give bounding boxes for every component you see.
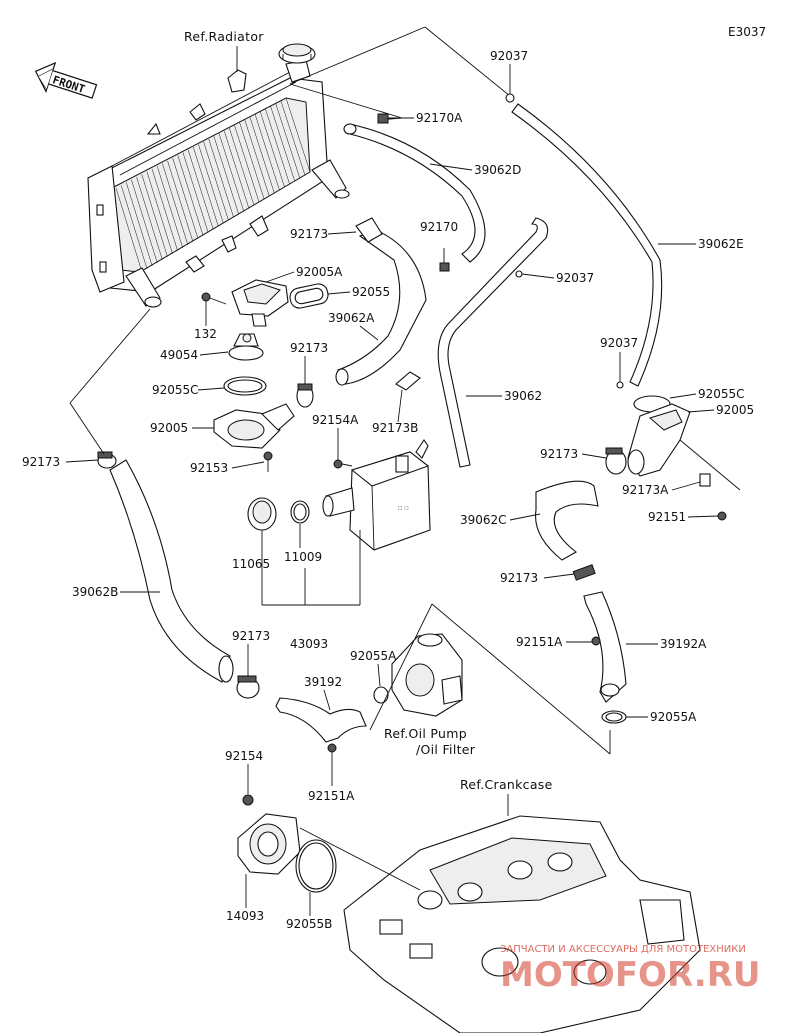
label-92173B: 92173B [372,421,418,435]
clip-92173A [699,473,711,487]
label-92151A-right: 92151A [516,635,563,649]
clip-92037-top [505,93,515,103]
label-92037-right: 92037 [600,336,638,350]
thermostat-cover-92005 [213,403,295,449]
hose-39062A [337,229,427,385]
label-92170A: 92170A [416,111,463,125]
thermostat-housing [231,279,289,327]
clamp-92173-c [605,447,627,475]
clamp-92173-left [97,451,117,469]
crankcase-ref-part [343,815,701,1033]
reservoir-tank-43093: ☐ ☐ [322,439,431,551]
ref-radiator: Ref.Radiator [184,29,264,44]
clamp-92173-e [236,675,260,699]
label-11009: 11009 [284,550,322,564]
label-92173-d: 92173 [500,571,538,585]
bolt-92154 [242,794,254,806]
cap-11065 [247,497,277,531]
ref-oil-pump-line1: Ref.Oil Pump [384,726,467,741]
label-92037-mid: 92037 [556,271,594,285]
hose-39062 [437,217,549,468]
clip-92037-right [616,381,624,389]
label-92055B: 92055B [286,917,332,931]
clip-92037-mid [515,270,523,278]
bolt-132 [201,292,227,305]
label-92005-right: 92005 [716,403,754,417]
clamp-92173-d [572,564,596,581]
water-pipe-92005 [627,403,691,477]
label-92005-left: 92005 [150,421,188,435]
label-39062E: 39062E [698,237,744,251]
label-39062: 39062 [504,389,542,403]
label-92151: 92151 [648,510,686,524]
label-43093: 43093 [290,637,328,651]
radiator-fins [115,97,311,273]
label-92173A: 92173A [622,483,669,497]
pipe-39192A [583,591,627,703]
label-92170: 92170 [420,220,458,234]
label-39062D: 39062D [474,163,521,177]
diagram-code: E3037 [728,25,766,39]
clamp-92173-b [296,383,314,408]
thermostat-49054 [228,333,264,361]
front-arrow-icon: FRONT [34,61,98,99]
label-92173-a: 92173 [290,227,328,241]
ref-crankcase: Ref.Crankcase [460,777,553,792]
svg-text:☐ ☐: ☐ ☐ [398,506,409,512]
ref-oil-pump-line2: /Oil Filter [416,742,476,757]
label-39062C: 39062C [460,513,507,527]
label-92055A-right: 92055A [650,710,697,724]
label-39192: 39192 [304,675,342,689]
clip-92173B [395,371,421,391]
hose-39062B [109,459,231,683]
label-39062B: 39062B [72,585,118,599]
label-92005A: 92005A [296,265,343,279]
gasket-92055 [289,283,329,309]
watermark-tagline: ЗАПЧАСТИ И АКСЕССУАРЫ ДЛЯ МОТОТЕХНИКИ [500,944,746,955]
label-92173-b: 92173 [290,341,328,355]
bolt-92154A [333,459,353,469]
label-92151A-bottom: 92151A [308,789,355,803]
label-49054: 49054 [160,348,198,362]
radiator [87,43,350,308]
label-39062A: 39062A [328,311,375,325]
clamp-92170 [439,248,450,272]
hose-39062E [511,103,663,387]
hose-39062C [534,480,599,561]
pipe-39192 [275,697,367,743]
oil-pump-ref-part [391,633,463,717]
label-92055A-left: 92055A [350,649,397,663]
label-11065: 11065 [232,557,270,571]
label-92173-c: 92173 [540,447,578,461]
label-92154A: 92154A [312,413,359,427]
label-92154: 92154 [225,749,263,763]
gasket-11009 [290,500,310,524]
label-92173-e: 92173 [232,629,270,643]
clamp-92173-a [355,217,383,243]
bolt-92151 [717,511,727,521]
label-92173-left: 92173 [22,455,60,469]
bolt-92153 [263,451,273,472]
label-92055: 92055 [352,285,390,299]
label-14093: 14093 [226,909,264,923]
bolt-92151A-bottom [327,743,337,753]
hose-39062D [349,123,486,263]
label-39192A: 39192A [660,637,707,651]
o-ring-92055A-left [373,686,389,704]
bolt-92151A-right [591,636,601,646]
label-92037-top: 92037 [490,49,528,63]
cover-14093 [237,813,301,875]
label-92055C-right: 92055C [698,387,745,401]
watermark-brand: MOTOFOR.RU [500,955,760,995]
clamp-92170A [377,113,389,124]
label-92153: 92153 [190,461,228,475]
label-132: 132 [194,327,217,341]
label-92055C-left: 92055C [152,383,199,397]
